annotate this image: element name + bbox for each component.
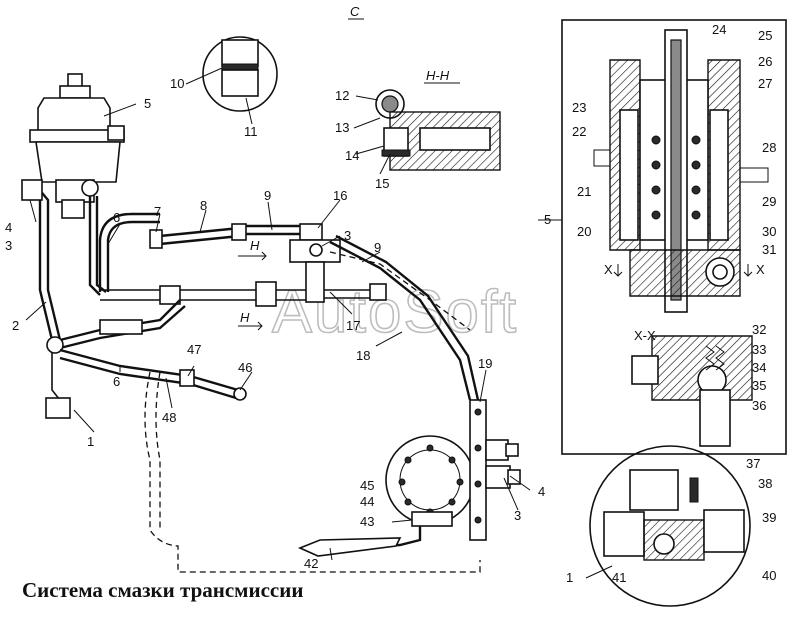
callout-38: 38	[758, 476, 772, 491]
callout-21: 21	[577, 184, 591, 199]
callout-22: 22	[572, 124, 586, 139]
center-valve	[289, 223, 471, 331]
callout-14: 14	[345, 148, 359, 163]
cut-h-top-label: Н	[250, 238, 260, 253]
callout-36: 36	[752, 398, 766, 413]
callout-6-lower: 6	[113, 374, 120, 389]
callout-13: 13	[335, 120, 349, 135]
callout-9-upper: 9	[264, 188, 271, 203]
callout-39: 39	[762, 510, 776, 525]
callout-35: 35	[752, 378, 766, 393]
callout-4-left: 4	[5, 220, 12, 235]
callout-30: 30	[762, 224, 776, 239]
callout-1-right: 1	[566, 570, 573, 585]
callout-32: 32	[752, 322, 766, 337]
callout-11: 11	[244, 124, 258, 139]
callout-44: 44	[360, 494, 374, 509]
callout-4-bottom: 4	[538, 484, 545, 499]
section-hh	[375, 89, 501, 171]
callout-23: 23	[572, 100, 586, 115]
callout-3-bottom: 3	[514, 508, 521, 523]
cross-shaft	[100, 281, 387, 307]
callout-3-left: 3	[5, 238, 12, 253]
callout-7: 7	[154, 204, 161, 219]
callout-labels: 5 4 3 2 6 7 8 9 16 3 9 17 18 19 4 3 47 4…	[5, 22, 776, 585]
callout-42: 42	[304, 556, 318, 571]
cut-x-left-label: Х	[604, 262, 613, 277]
callout-1-left: 1	[87, 434, 94, 449]
bracket-19	[469, 399, 521, 541]
cut-x-right-label: Х	[756, 262, 765, 277]
callout-37: 37	[746, 456, 760, 471]
callout-29: 29	[762, 194, 776, 209]
callout-31: 31	[762, 242, 776, 257]
callout-5-section: 5	[544, 212, 551, 227]
diagram-caption: Система смазки трансмиссии	[22, 578, 304, 602]
gearbox-flange	[339, 435, 475, 550]
callout-46: 46	[238, 360, 252, 375]
cut-h-bottom-label: Н	[240, 310, 250, 325]
lower-hoses	[45, 299, 247, 419]
detail-c-circle	[202, 36, 278, 112]
callout-43: 43	[360, 514, 374, 529]
callout-25: 25	[758, 28, 772, 43]
oil-pump-housing	[29, 73, 125, 219]
callout-8: 8	[200, 198, 207, 213]
callout-19: 19	[478, 356, 492, 371]
section-xx-label: Х-Х	[634, 328, 656, 343]
callout-45: 45	[360, 478, 374, 493]
callout-34: 34	[752, 360, 766, 375]
leader-lines	[25, 67, 613, 579]
callout-27: 27	[758, 76, 772, 91]
callout-10: 10	[170, 76, 184, 91]
section-labels: С Н-Н Х-Х Х Х Н Н	[238, 4, 765, 343]
section-hh-label: Н-Н	[426, 68, 450, 83]
pump-section-box	[561, 19, 787, 455]
pipe-18	[329, 234, 480, 401]
callout-24: 24	[712, 22, 726, 37]
callout-26: 26	[758, 54, 772, 69]
callout-40: 40	[762, 568, 776, 583]
callout-17: 17	[346, 318, 360, 333]
callout-2: 2	[12, 318, 19, 333]
callout-15: 15	[375, 176, 389, 191]
callout-12: 12	[335, 88, 349, 103]
callout-33: 33	[752, 342, 766, 357]
pedal	[297, 537, 402, 557]
callout-5-pump: 5	[144, 96, 151, 111]
callout-20: 20	[577, 224, 591, 239]
detail-circle-bottom	[589, 445, 751, 607]
view-c-label: С	[350, 4, 360, 19]
drain-hose-inner	[155, 371, 161, 530]
callout-16: 16	[333, 188, 347, 203]
callout-6-upper: 6	[113, 210, 120, 225]
drain-hose	[144, 371, 481, 573]
callout-9-right: 9	[374, 240, 381, 255]
callout-47: 47	[187, 342, 201, 357]
callout-48: 48	[162, 410, 176, 425]
callout-41: 41	[612, 570, 626, 585]
callout-18: 18	[356, 348, 370, 363]
callout-28: 28	[762, 140, 776, 155]
callout-3-center: 3	[344, 228, 351, 243]
